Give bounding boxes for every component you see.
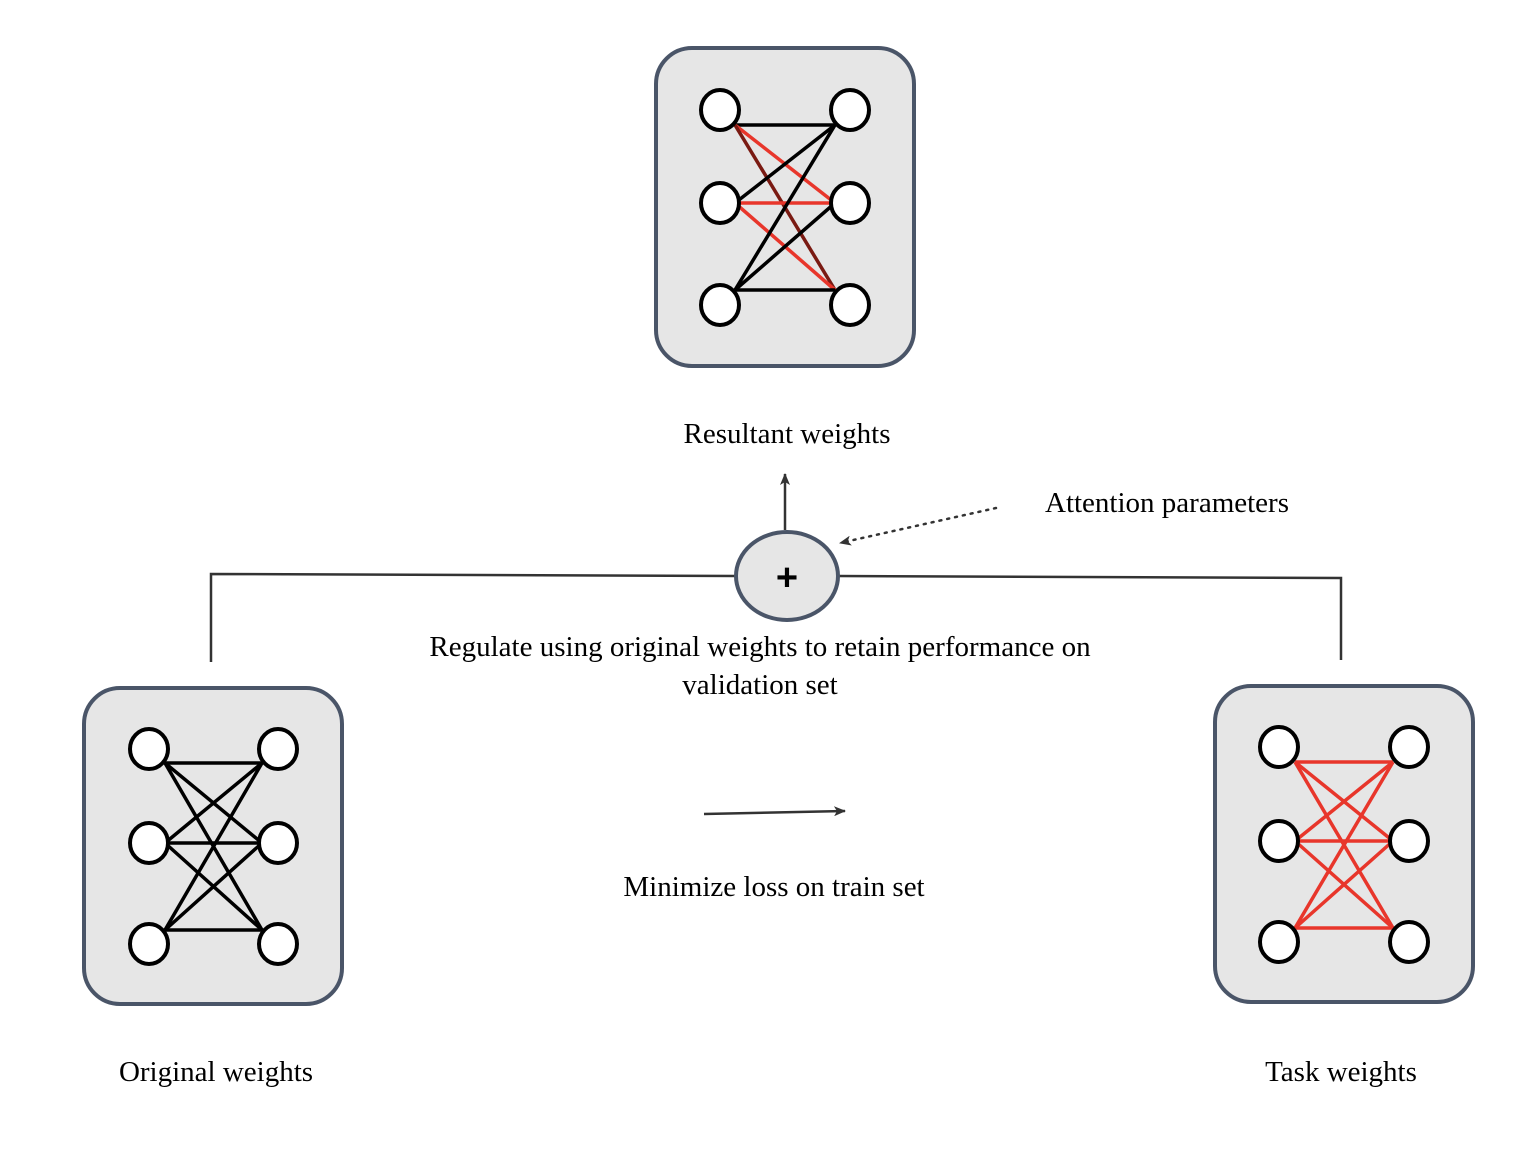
edge <box>163 841 264 932</box>
task-edges <box>1293 760 1395 930</box>
node <box>128 727 170 771</box>
regulate-label: Regulate using original weights to retai… <box>429 631 1091 701</box>
minimize-label: Minimize loss on train set <box>623 871 925 903</box>
task-network <box>1213 684 1475 1004</box>
edge <box>163 762 264 931</box>
node <box>1388 819 1430 863</box>
node <box>829 88 871 132</box>
original-network <box>82 686 344 1006</box>
attention-parameters-label: Attention parameters <box>1045 487 1289 519</box>
node <box>699 283 741 327</box>
original-nodes <box>128 727 299 966</box>
minimize-arrow <box>703 806 846 817</box>
node <box>1388 725 1430 769</box>
edge <box>163 761 264 845</box>
original-connector <box>209 572 738 662</box>
combine-node <box>734 530 840 622</box>
edge <box>1293 761 1395 929</box>
resultant-nodes <box>699 88 871 327</box>
node <box>128 922 170 966</box>
resultant-network <box>654 46 916 368</box>
resultant-edges <box>733 123 837 292</box>
node <box>829 283 871 327</box>
task-weights-label: Task weights <box>1265 1056 1417 1088</box>
attention-arrow <box>838 506 998 546</box>
node <box>1258 819 1300 863</box>
node <box>1388 920 1430 964</box>
plus-icon: + <box>775 557 799 599</box>
task-nodes <box>1258 725 1430 964</box>
node <box>257 727 299 771</box>
edge <box>733 201 837 292</box>
node <box>257 821 299 865</box>
node <box>829 181 871 225</box>
node <box>1258 725 1300 769</box>
edge <box>1293 839 1395 930</box>
node <box>699 88 741 132</box>
original-weights-label: Original weights <box>118 1056 314 1088</box>
edge <box>733 123 837 205</box>
task-connector <box>837 574 1343 660</box>
original-edges <box>163 761 264 932</box>
edge <box>1293 760 1395 843</box>
connector-lines <box>209 572 1343 662</box>
node <box>1258 920 1300 964</box>
edge <box>733 124 837 291</box>
node <box>257 922 299 966</box>
node <box>128 821 170 865</box>
resultant-weights-label: Resultant weights <box>683 418 891 450</box>
node <box>699 181 741 225</box>
